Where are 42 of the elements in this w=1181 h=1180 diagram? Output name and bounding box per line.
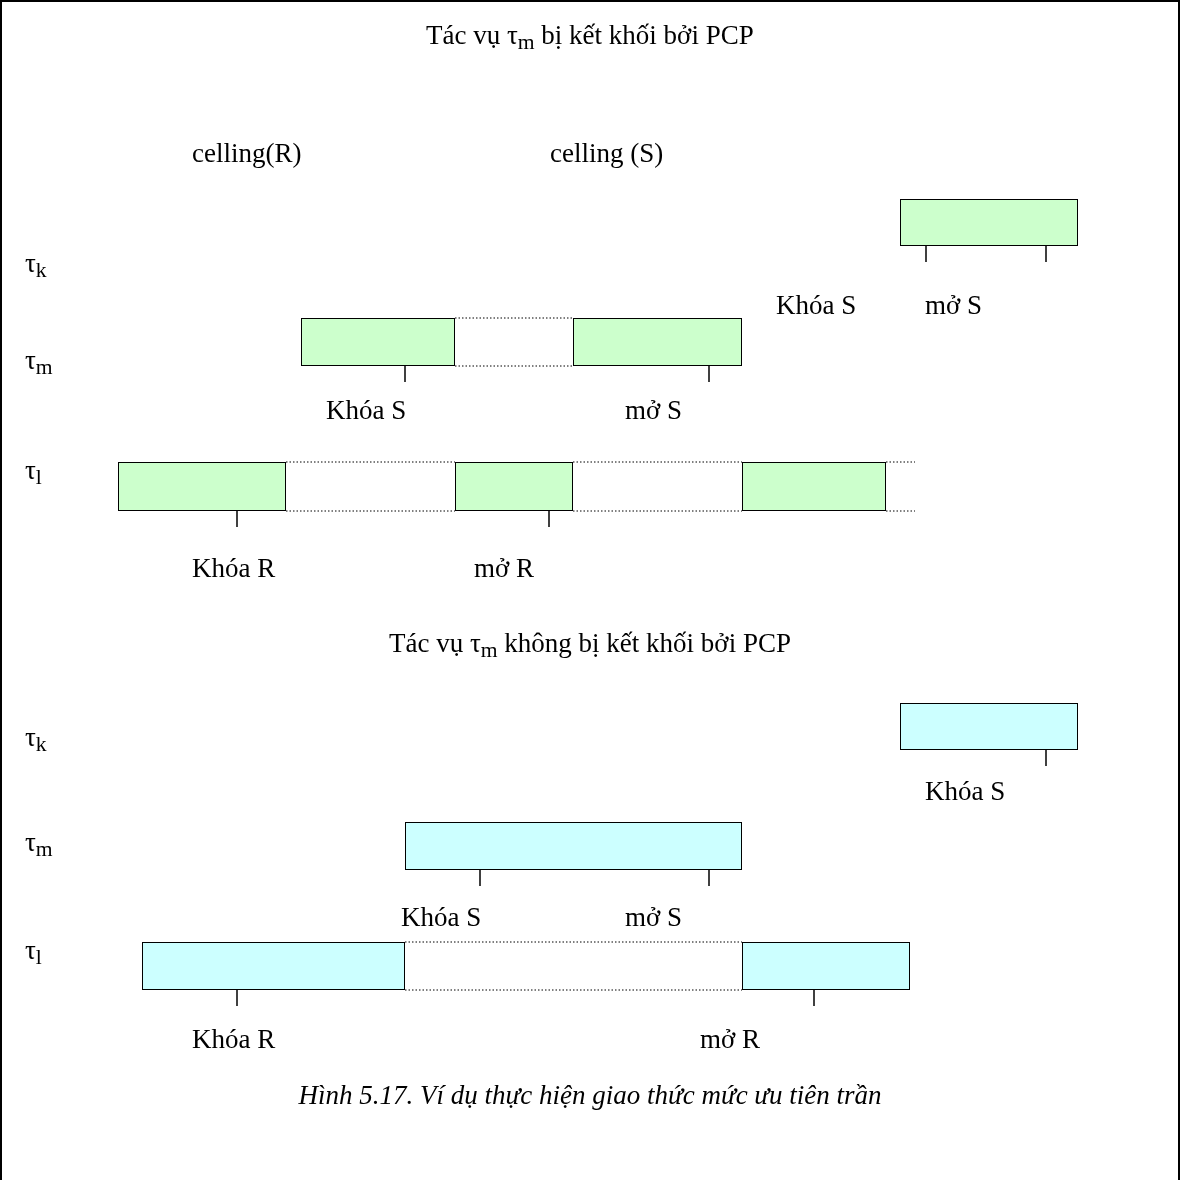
task-bar	[900, 199, 1078, 246]
event-label: Khóa R	[192, 1024, 276, 1056]
task-bar	[142, 942, 405, 990]
task-bar	[742, 462, 886, 511]
task-bar	[301, 318, 455, 366]
event-label: mở S	[625, 902, 683, 934]
dotted-line	[885, 461, 916, 463]
ceiling-label: celling (S)	[550, 138, 664, 170]
ceiling-label: celling(R)	[192, 138, 302, 170]
task-bar	[900, 703, 1078, 750]
event-label: mở S	[925, 290, 983, 322]
event-label: Khóa S	[401, 902, 482, 934]
row-label: τ$_{m}$	[25, 345, 53, 381]
dotted-line	[404, 989, 743, 991]
row-label: τ$_{k}$	[25, 722, 47, 758]
diagram-title: Tác vụ τ$_{m}$ bị kết khối bởi PCP	[426, 20, 754, 56]
row-label: τ$_{k}$	[25, 248, 47, 284]
dotted-line	[885, 510, 916, 512]
dotted-line	[404, 941, 743, 943]
event-label: Khóa R	[192, 553, 276, 585]
event-label: mở R	[700, 1024, 761, 1056]
event-label: Khóa S	[776, 290, 857, 322]
row-label: τ$_{l}$	[25, 935, 42, 971]
section-heading: Tác vụ τ$_{m}$ không bị kết khối bởi PCP	[389, 628, 791, 664]
row-label: τ$_{l}$	[25, 455, 42, 491]
event-label: Khóa S	[925, 776, 1006, 808]
task-bar	[742, 942, 910, 990]
dotted-line	[454, 317, 574, 319]
event-label: mở R	[474, 553, 535, 585]
dotted-line	[285, 510, 456, 512]
dotted-line	[454, 365, 574, 367]
figure-caption: Hình 5.17. Ví dụ thực hiện giao thức mức ưu tiên trần	[298, 1080, 882, 1112]
dotted-line	[572, 510, 743, 512]
dotted-line	[572, 461, 743, 463]
task-bar	[405, 822, 742, 870]
dotted-line	[285, 461, 456, 463]
task-bar	[573, 318, 742, 366]
event-label: mở S	[625, 395, 683, 427]
event-label: Khóa S	[326, 395, 407, 427]
task-bar	[455, 462, 573, 511]
task-bar	[118, 462, 286, 511]
row-label: τ$_{m}$	[25, 827, 53, 863]
